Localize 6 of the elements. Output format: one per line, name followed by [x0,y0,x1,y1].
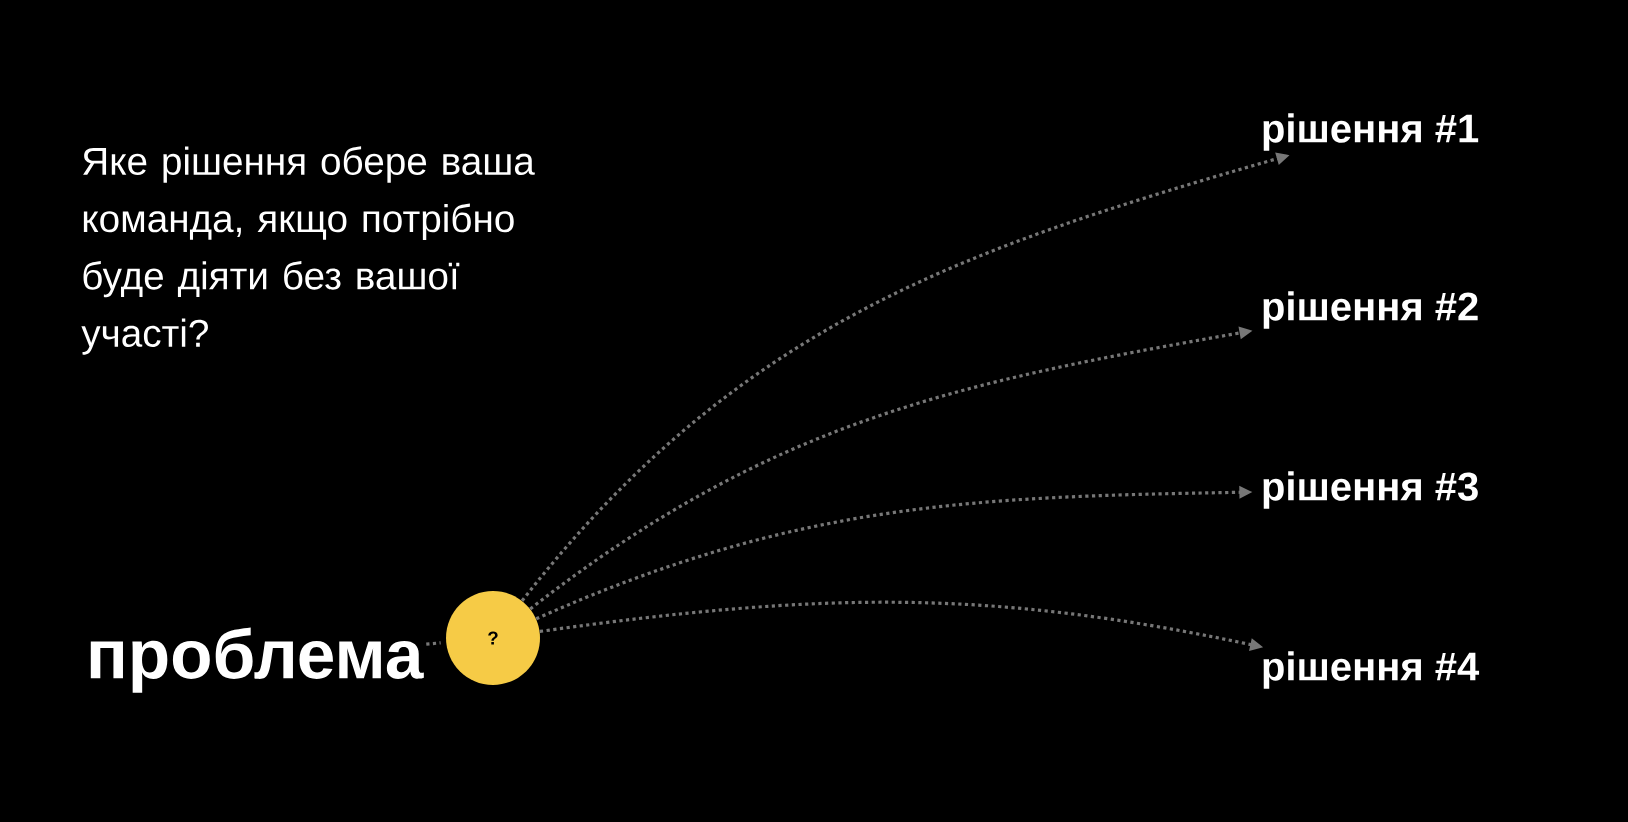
solution-text: рішення #2 [1263,291,1478,329]
problem-text: проблема [90,627,424,693]
question-text: Яке рішення обере ваша команда, якщо потрібно буде діяти без вашої участі? [81,146,535,355]
solution-text: рішення #3 [1263,471,1478,509]
solution-text: рішення #4 [1263,651,1480,689]
solution-text: рішення #1 [1263,113,1479,151]
